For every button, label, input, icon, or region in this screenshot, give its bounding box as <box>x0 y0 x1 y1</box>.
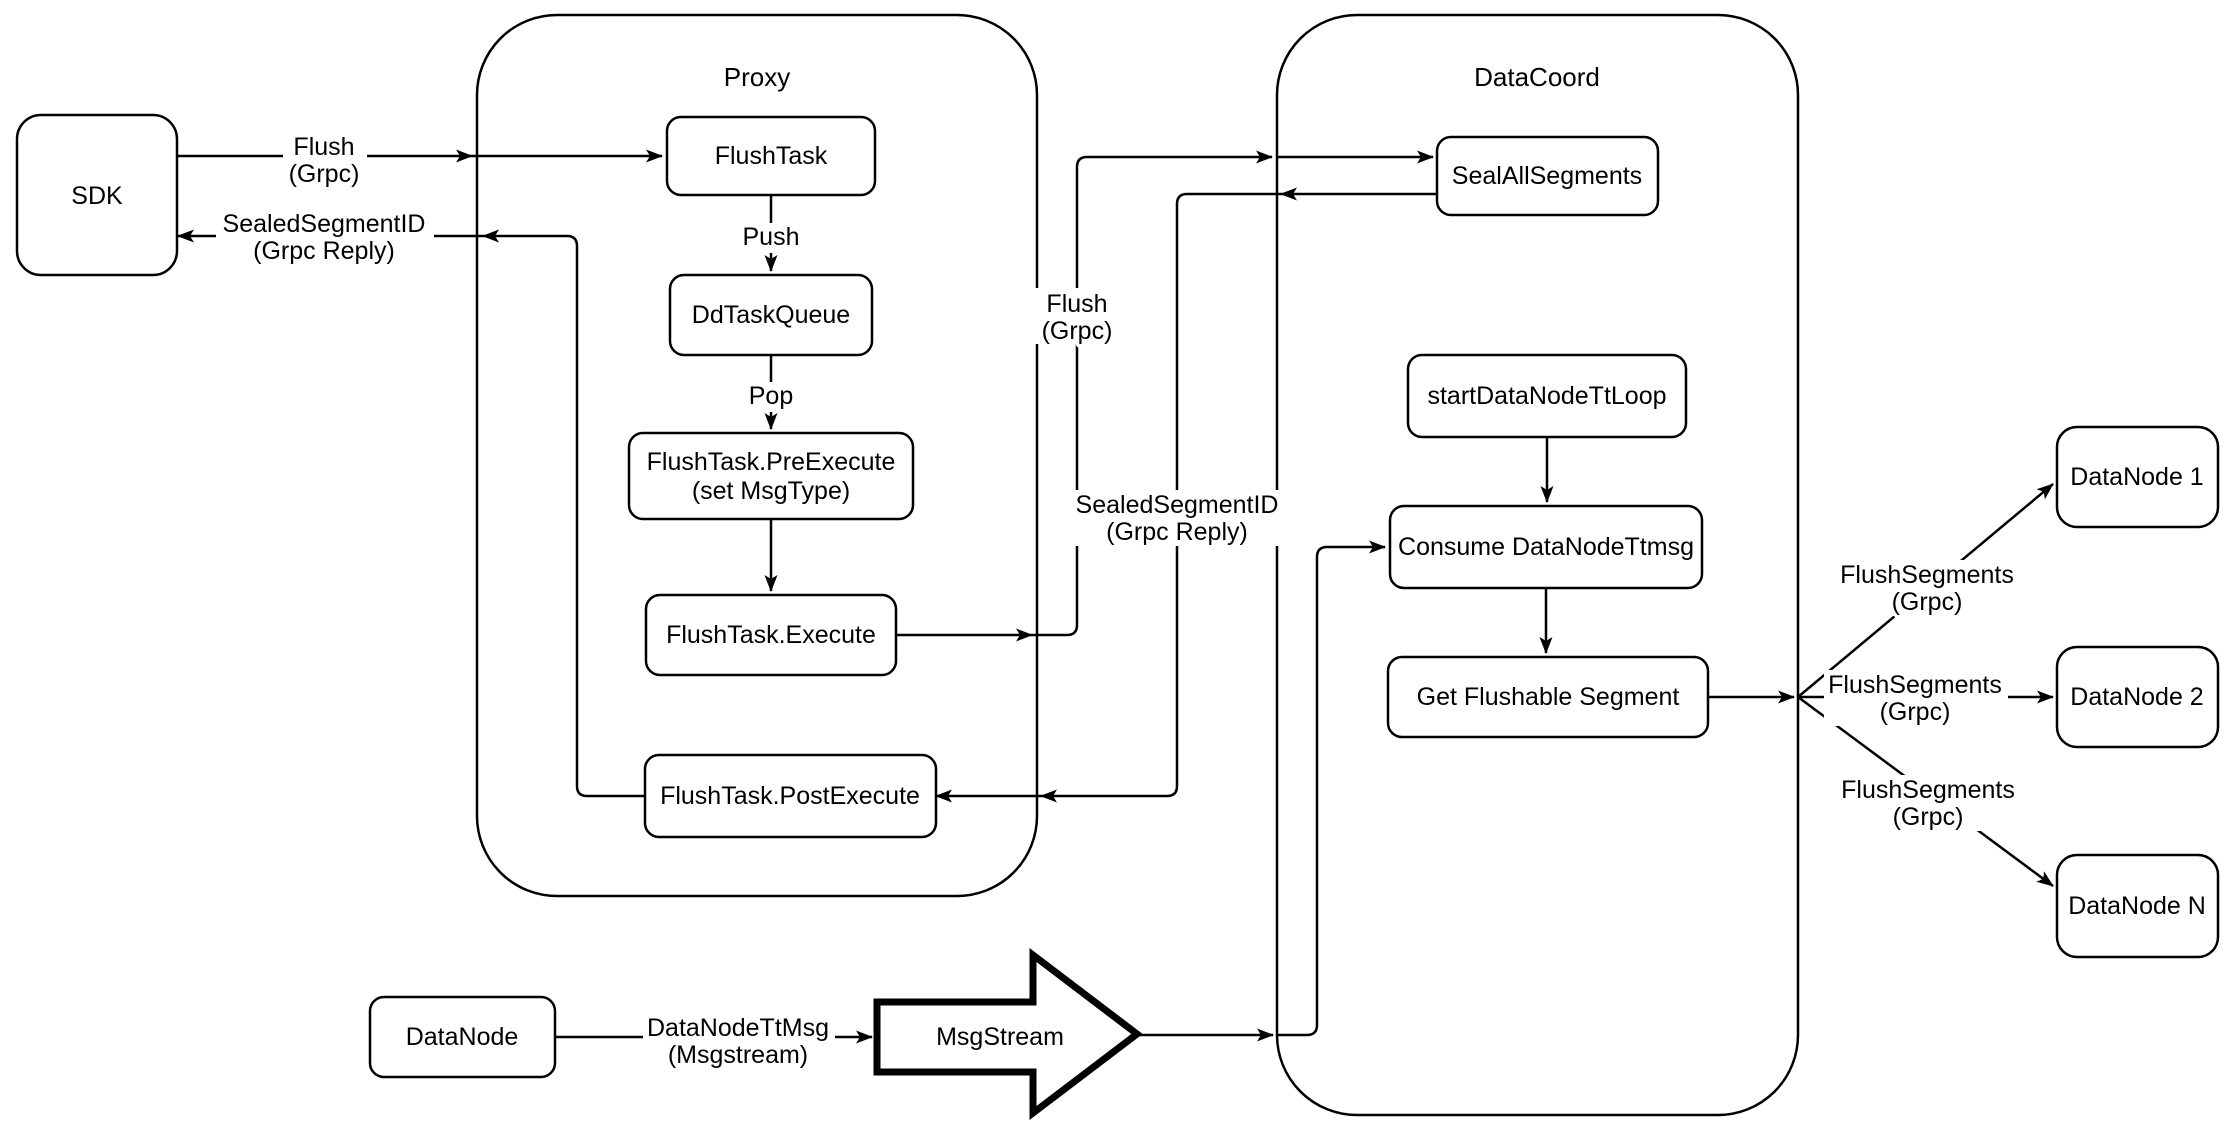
node-datanode1: DataNode 1 <box>2055 425 2220 529</box>
datacoord-container: DataCoord <box>1275 13 1800 1117</box>
node-sdk-label: SDK <box>71 182 123 210</box>
node-datanode2: DataNode 2 <box>2055 645 2220 749</box>
edge-label-push-text: Push <box>743 223 800 251</box>
edge-label-push: Push <box>736 220 806 255</box>
edge-label-datanodettmsg-line1: DataNodeTtMsg <box>647 1014 829 1042</box>
edge-label-datanodettmsg: DataNodeTtMsg (Msgstream) <box>643 1011 835 1073</box>
edge-label-sealedsegmentid-sdk-line1: SealedSegmentID <box>223 210 426 238</box>
edge-label-flush-sdk: Flush (Grpc) <box>283 130 367 192</box>
edge-label-flushsegments-1-line2: (Grpc) <box>1892 588 1963 616</box>
edge-label-flush-datacoord-line1: Flush <box>1046 290 1107 318</box>
edge-label-pop-text: Pop <box>749 382 793 410</box>
msgstream-arrow-shape <box>873 947 1143 1121</box>
node-msgstream-label: MsgStream <box>936 1023 1064 1051</box>
node-execute-label: FlushTask.Execute <box>666 621 876 649</box>
proxy-container: Proxy <box>475 13 1039 898</box>
edge-label-flush-sdk-line2: (Grpc) <box>289 160 360 188</box>
node-startdatanodettloop: startDataNodeTtLoop <box>1406 353 1688 439</box>
node-preexecute-label: FlushTask.PreExecute <box>647 448 896 476</box>
node-preexecute: FlushTask.PreExecute (set MsgType) <box>627 431 915 521</box>
node-datanode: DataNode <box>368 995 557 1079</box>
node-sealallsegments-label: SealAllSegments <box>1452 162 1642 190</box>
node-datanode1-label: DataNode 1 <box>2070 463 2203 491</box>
edge-label-flushsegments-2-line2: (Grpc) <box>1880 698 1951 726</box>
edge-label-sealedsegmentid-datacoord: SealedSegmentID (Grpc Reply) <box>1069 488 1287 550</box>
edge-label-sealedsegmentid-datacoord-line1: SealedSegmentID <box>1076 491 1279 519</box>
node-msgstream: MsgStream <box>873 947 1143 1121</box>
node-sdk: SDK <box>15 113 179 277</box>
edge-flush-riser-to-datacoord-boundary <box>1032 150 1273 637</box>
edge-label-flushsegments-n-line2: (Grpc) <box>1893 803 1964 831</box>
node-consumedatanodettmsg-label: Consume DataNodeTtmsg <box>1398 533 1694 561</box>
node-flushtask-label: FlushTask <box>715 142 828 170</box>
edge-label-datanodettmsg-line2: (Msgstream) <box>668 1041 808 1069</box>
node-postexecute-label: FlushTask.PostExecute <box>660 782 920 810</box>
node-sealallsegments: SealAllSegments <box>1435 135 1660 217</box>
node-getflushablesegment: Get Flushable Segment <box>1386 655 1710 739</box>
node-startdatanodettloop-label: startDataNodeTtLoop <box>1427 382 1666 410</box>
node-ddtaskqueue-label: DdTaskQueue <box>692 301 850 329</box>
node-flushtask: FlushTask <box>665 115 877 197</box>
node-datanode2-label: DataNode 2 <box>2070 683 2203 711</box>
node-preexecute-sublabel: (set MsgType) <box>692 477 850 505</box>
edge-msgstream-riser-to-consume <box>1277 540 1386 1037</box>
edge-label-flush-datacoord: Flush (Grpc) <box>1035 287 1119 349</box>
edge-postexecute-to-proxy-boundary <box>482 229 645 798</box>
node-ddtaskqueue: DdTaskQueue <box>668 273 874 357</box>
node-postexecute: FlushTask.PostExecute <box>643 753 938 839</box>
edge-label-flushsegments-1: FlushSegments (Grpc) <box>1836 558 2020 620</box>
node-datanode-label: DataNode <box>406 1023 519 1051</box>
edge-label-flushsegments-n: FlushSegments (Grpc) <box>1837 773 2021 835</box>
proxy-container-title: Proxy <box>724 62 790 92</box>
edge-label-sealedsegmentid-sdk-line2: (Grpc Reply) <box>253 237 395 265</box>
edge-label-sealedsegmentid-datacoord-line2: (Grpc Reply) <box>1106 518 1248 546</box>
edge-label-flushsegments-2-line1: FlushSegments <box>1828 671 2002 699</box>
node-datanoden-label: DataNode N <box>2068 892 2206 920</box>
edge-label-flushsegments-n-line1: FlushSegments <box>1841 776 2015 804</box>
edge-label-flush-sdk-line1: Flush <box>293 133 354 161</box>
edge-label-flushsegments-1-line1: FlushSegments <box>1840 561 2014 589</box>
node-consumedatanodettmsg: Consume DataNodeTtmsg <box>1388 504 1704 590</box>
edge-label-pop: Pop <box>741 379 801 414</box>
edge-label-flushsegments-2: FlushSegments (Grpc) <box>1824 668 2008 730</box>
node-datanoden: DataNode N <box>2055 853 2220 959</box>
edge-label-flush-datacoord-line2: (Grpc) <box>1042 317 1113 345</box>
edge-label-sealedsegmentid-sdk: SealedSegmentID (Grpc Reply) <box>216 207 434 269</box>
node-execute: FlushTask.Execute <box>644 593 898 677</box>
datacoord-container-title: DataCoord <box>1474 62 1600 92</box>
node-getflushablesegment-label: Get Flushable Segment <box>1417 683 1680 711</box>
